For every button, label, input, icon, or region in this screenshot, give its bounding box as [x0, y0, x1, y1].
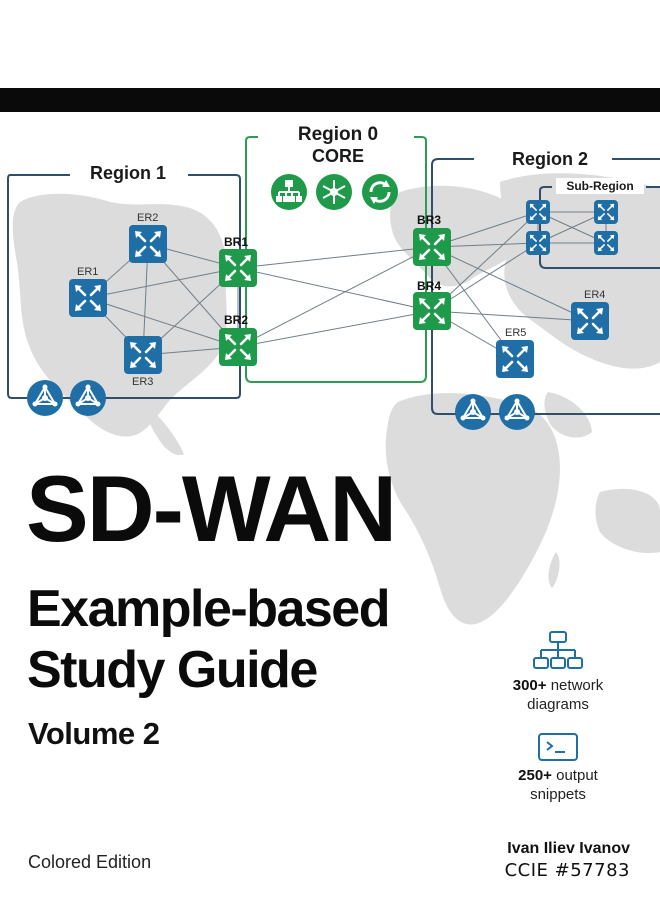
feature-snippets-count: 250+	[518, 767, 552, 784]
router-er2-label: ER2	[137, 212, 159, 224]
terminal-icon	[538, 733, 578, 761]
router-br3-label: BR3	[417, 213, 442, 227]
book-subtitle-line-2: Study Guide	[27, 641, 318, 699]
author-certification: CCIE #57783	[504, 860, 630, 881]
router-er5-label: ER5	[505, 327, 527, 339]
router-er1-label: ER1	[77, 266, 99, 278]
router-br4	[413, 292, 451, 330]
feature-diagrams: 300+ network diagrams	[488, 630, 628, 714]
core-sync-icon	[362, 174, 398, 210]
hierarchy-diagram-icon	[533, 631, 583, 669]
subregion-router	[526, 200, 550, 224]
core-services-icons	[271, 174, 398, 210]
volume-label: Volume 2	[28, 716, 160, 751]
book-title: SD-WAN	[26, 456, 397, 561]
top-black-bar	[0, 88, 660, 112]
feature-snippets-text-1: output	[556, 767, 598, 784]
router-br3	[413, 228, 451, 266]
region-0-label: Region 0	[270, 124, 406, 145]
core-hub-icon	[316, 174, 352, 210]
router-br1-label: BR1	[224, 235, 249, 249]
router-er3	[124, 336, 162, 374]
book-subtitle-line-1: Example-based	[27, 580, 391, 638]
feature-snippets: 250+ output snippets	[488, 732, 628, 804]
feature-snippets-text-2: snippets	[530, 786, 586, 803]
core-hierarchy-icon	[271, 174, 307, 210]
region-0-core-label: CORE	[290, 146, 386, 167]
subregion-router	[594, 200, 618, 224]
router-er4	[571, 302, 609, 340]
router-br2	[219, 328, 257, 366]
router-er2	[129, 225, 167, 263]
sub-region-label: Sub-Region	[556, 178, 644, 194]
region-2-services-icons	[455, 394, 535, 430]
subregion-router	[594, 231, 618, 255]
router-er4-label: ER4	[584, 289, 606, 301]
router-br1	[219, 249, 257, 287]
region-1-label: Region 1	[72, 163, 184, 184]
author-block: Ivan Iliev Ivanov CCIE #57783	[505, 838, 630, 882]
world-map-background	[12, 173, 660, 625]
router-er5	[496, 340, 534, 378]
router-er3-label: ER3	[132, 376, 154, 388]
subregion-router	[526, 231, 550, 255]
router-br2-label: BR2	[224, 313, 249, 327]
router-er1	[69, 279, 107, 317]
author-name: Ivan Iliev Ivanov	[507, 840, 630, 857]
router-br4-label: BR4	[417, 279, 442, 293]
feature-diagrams-text-2: diagrams	[527, 696, 589, 713]
region-1-services-icons	[27, 380, 106, 416]
region-2-label: Region 2	[490, 149, 610, 170]
feature-diagrams-text-1: network	[550, 677, 604, 694]
feature-diagrams-count: 300+	[512, 677, 547, 694]
edition-label: Colored Edition	[28, 852, 152, 872]
